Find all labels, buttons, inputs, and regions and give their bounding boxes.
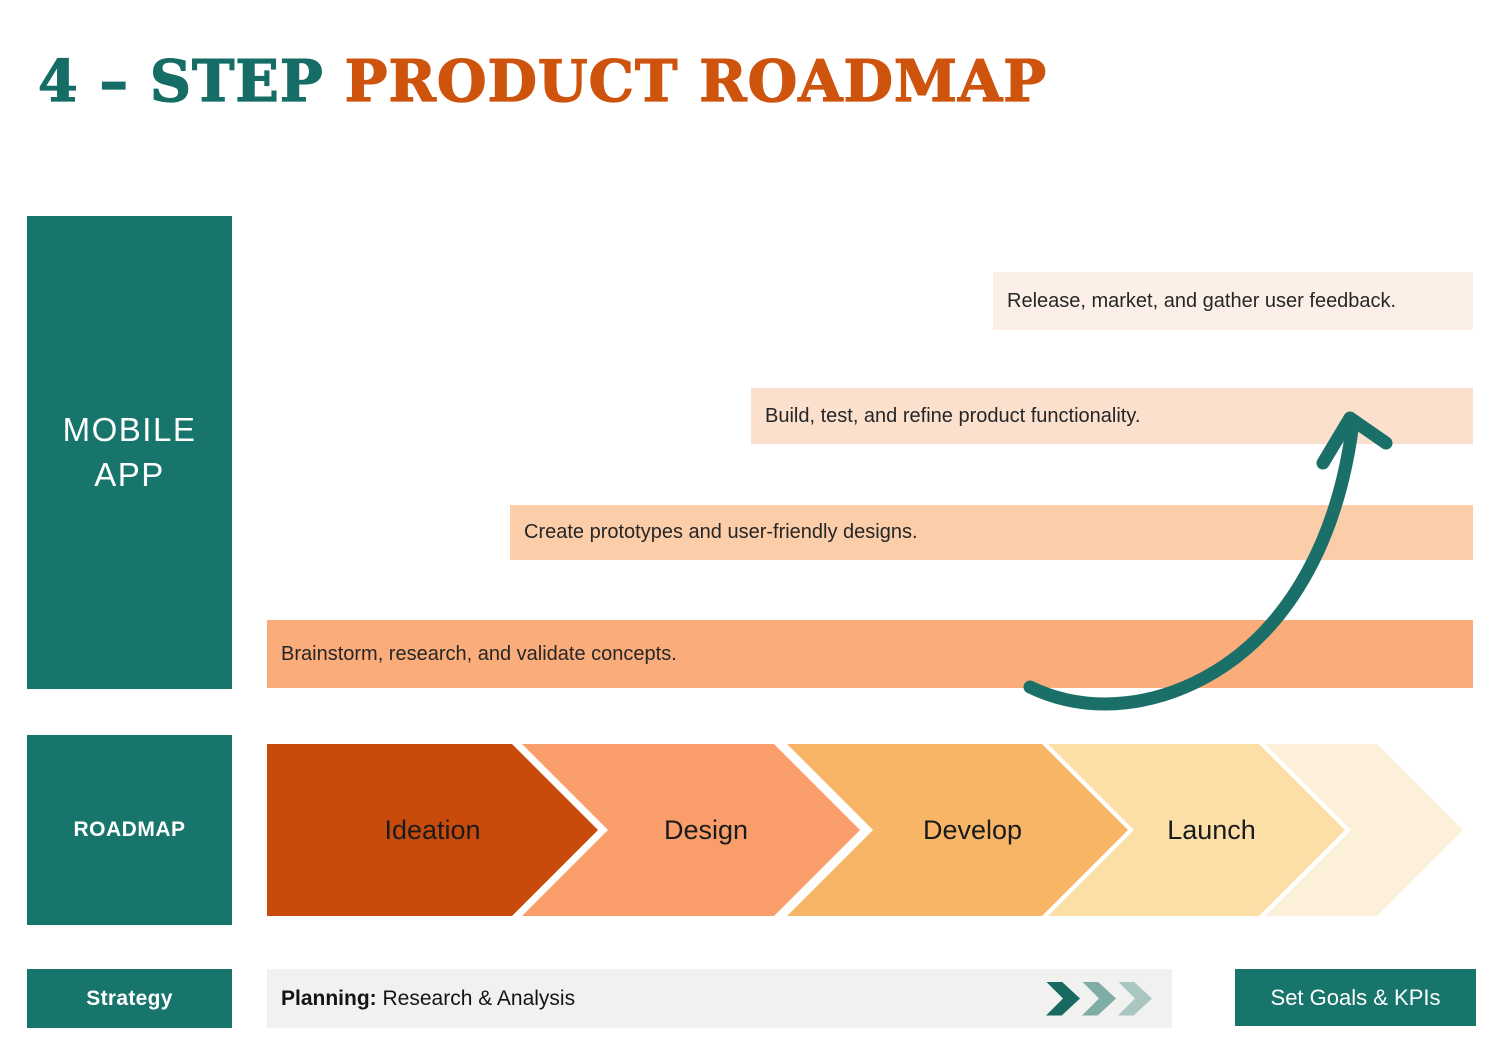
planning-text: Planning: Research & Analysis	[281, 987, 1046, 1011]
set-goals-kpis-button-label: Set Goals & KPIs	[1270, 984, 1441, 1010]
strategy-label-box: Strategy	[27, 969, 232, 1028]
step-bar-develop-text: Build, test, and refine product function…	[765, 404, 1141, 427]
mobile-app-label: MOBILE APP	[62, 410, 197, 493]
chevron-right-icon	[1046, 981, 1080, 1016]
step-bar-design-text: Create prototypes and user-friendly desi…	[524, 521, 918, 543]
mobile-app-label-box: MOBILE APP	[27, 216, 232, 689]
page-title-step: 4 – STEP	[37, 47, 324, 115]
step-bar-launch-text: Release, market, and gather user feedbac…	[1007, 289, 1397, 312]
set-goals-kpis-button[interactable]: Set Goals & KPIs	[1235, 969, 1476, 1026]
chevron-step-design-label: Design	[663, 814, 749, 845]
step-bar-ideation: Brainstorm, research, and validate conce…	[267, 620, 1473, 688]
triple-chevron-right-icon	[1046, 981, 1152, 1016]
planning-bar: Planning: Research & Analysis	[267, 969, 1172, 1028]
step-bar-launch: Release, market, and gather user feedbac…	[993, 272, 1473, 330]
roadmap-label: ROADMAP	[73, 818, 186, 841]
planning-label: Planning:	[281, 986, 377, 1010]
step-bar-develop: Build, test, and refine product function…	[751, 388, 1473, 444]
page-title: 4 – STEP PRODUCT ROADMAP	[37, 47, 1048, 115]
step-bar-design: Create prototypes and user-friendly desi…	[510, 505, 1473, 560]
planning-value: Research & Analysis	[376, 986, 576, 1010]
strategy-label: Strategy	[86, 986, 173, 1010]
chevron-step-develop-label: Develop	[922, 814, 1023, 845]
page-title-product: PRODUCT ROADMAP	[323, 47, 1048, 115]
roadmap-label-box: ROADMAP	[27, 735, 232, 925]
chevron-right-icon	[1118, 981, 1152, 1016]
chevron-step-launch-label: Launch	[1167, 814, 1256, 845]
chevron-right-icon	[1082, 981, 1116, 1016]
chevron-step-ideation-label: Ideation	[384, 814, 481, 845]
step-bar-ideation-text: Brainstorm, research, and validate conce…	[281, 642, 677, 665]
